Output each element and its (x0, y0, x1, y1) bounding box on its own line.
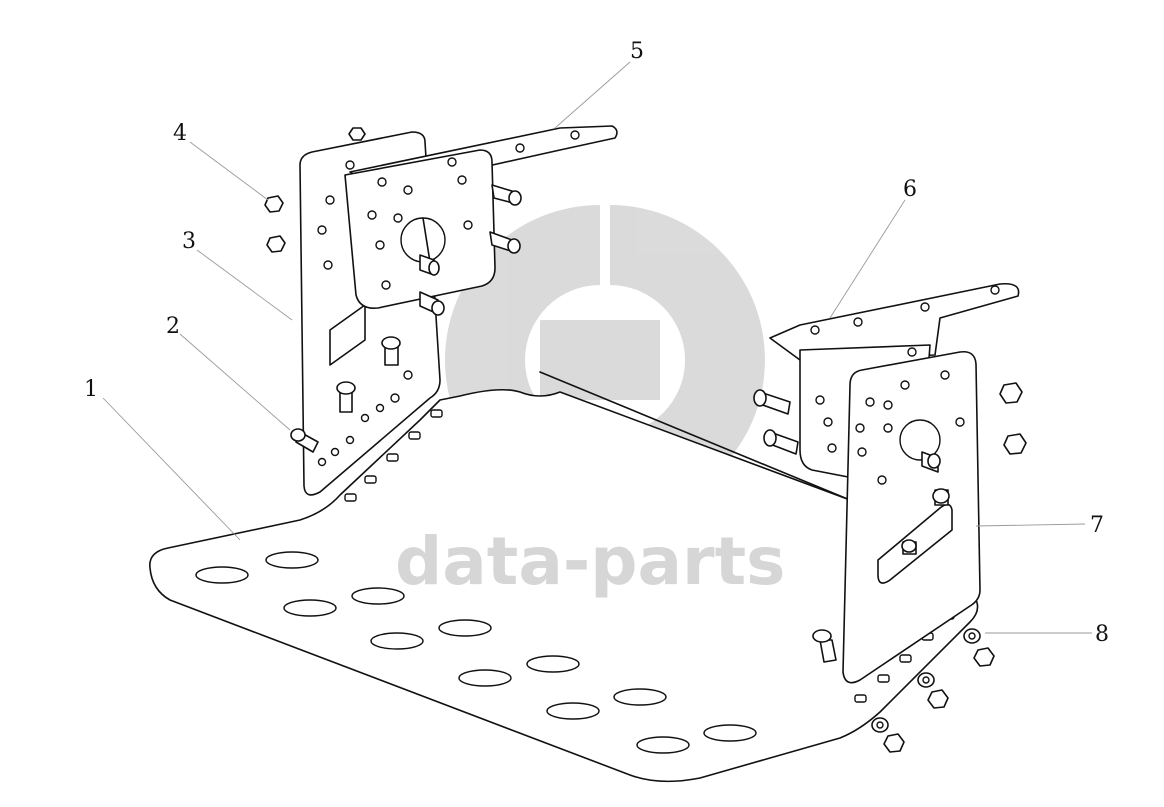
callout-1: 1 (84, 377, 98, 402)
callout-6: 6 (903, 177, 917, 202)
callout-5: 5 (630, 39, 644, 64)
callout-4: 4 (173, 121, 187, 146)
watermark-text: data-parts (395, 523, 785, 600)
bolt (901, 539, 917, 555)
callout-3: 3 (182, 229, 196, 254)
right-washers (871, 628, 981, 733)
callout-7: 7 (1090, 513, 1104, 538)
left-nuts (264, 127, 366, 253)
bolt (932, 488, 950, 506)
plate-holes (195, 551, 757, 754)
bolt (753, 389, 791, 415)
leader-lines (102, 61, 1092, 634)
right-nuts (883, 382, 1027, 753)
left-lip-slots (344, 409, 443, 502)
bolt (489, 231, 521, 254)
callout-2: 2 (166, 314, 180, 339)
callout-labels: 1 2 3 4 5 6 7 8 (84, 39, 1109, 647)
right-bolts (753, 389, 950, 663)
bolt (763, 429, 799, 455)
bolt (491, 184, 522, 206)
bracket-5-holes (367, 130, 580, 290)
callout-8: 8 (1095, 622, 1109, 647)
bolt (812, 629, 837, 663)
right-upright-plate (842, 350, 981, 684)
bolt (336, 381, 356, 413)
bolt (419, 291, 445, 316)
bolt (419, 254, 440, 276)
upper-left-bracket (344, 125, 618, 310)
right-plate-holes (855, 370, 965, 485)
base-plate (149, 371, 979, 783)
bracket-6-holes (810, 285, 1000, 453)
bolt (921, 451, 941, 473)
left-bolts (290, 184, 522, 453)
bolt (381, 336, 401, 366)
bolt (290, 428, 319, 453)
left-plate-holes (317, 160, 413, 467)
